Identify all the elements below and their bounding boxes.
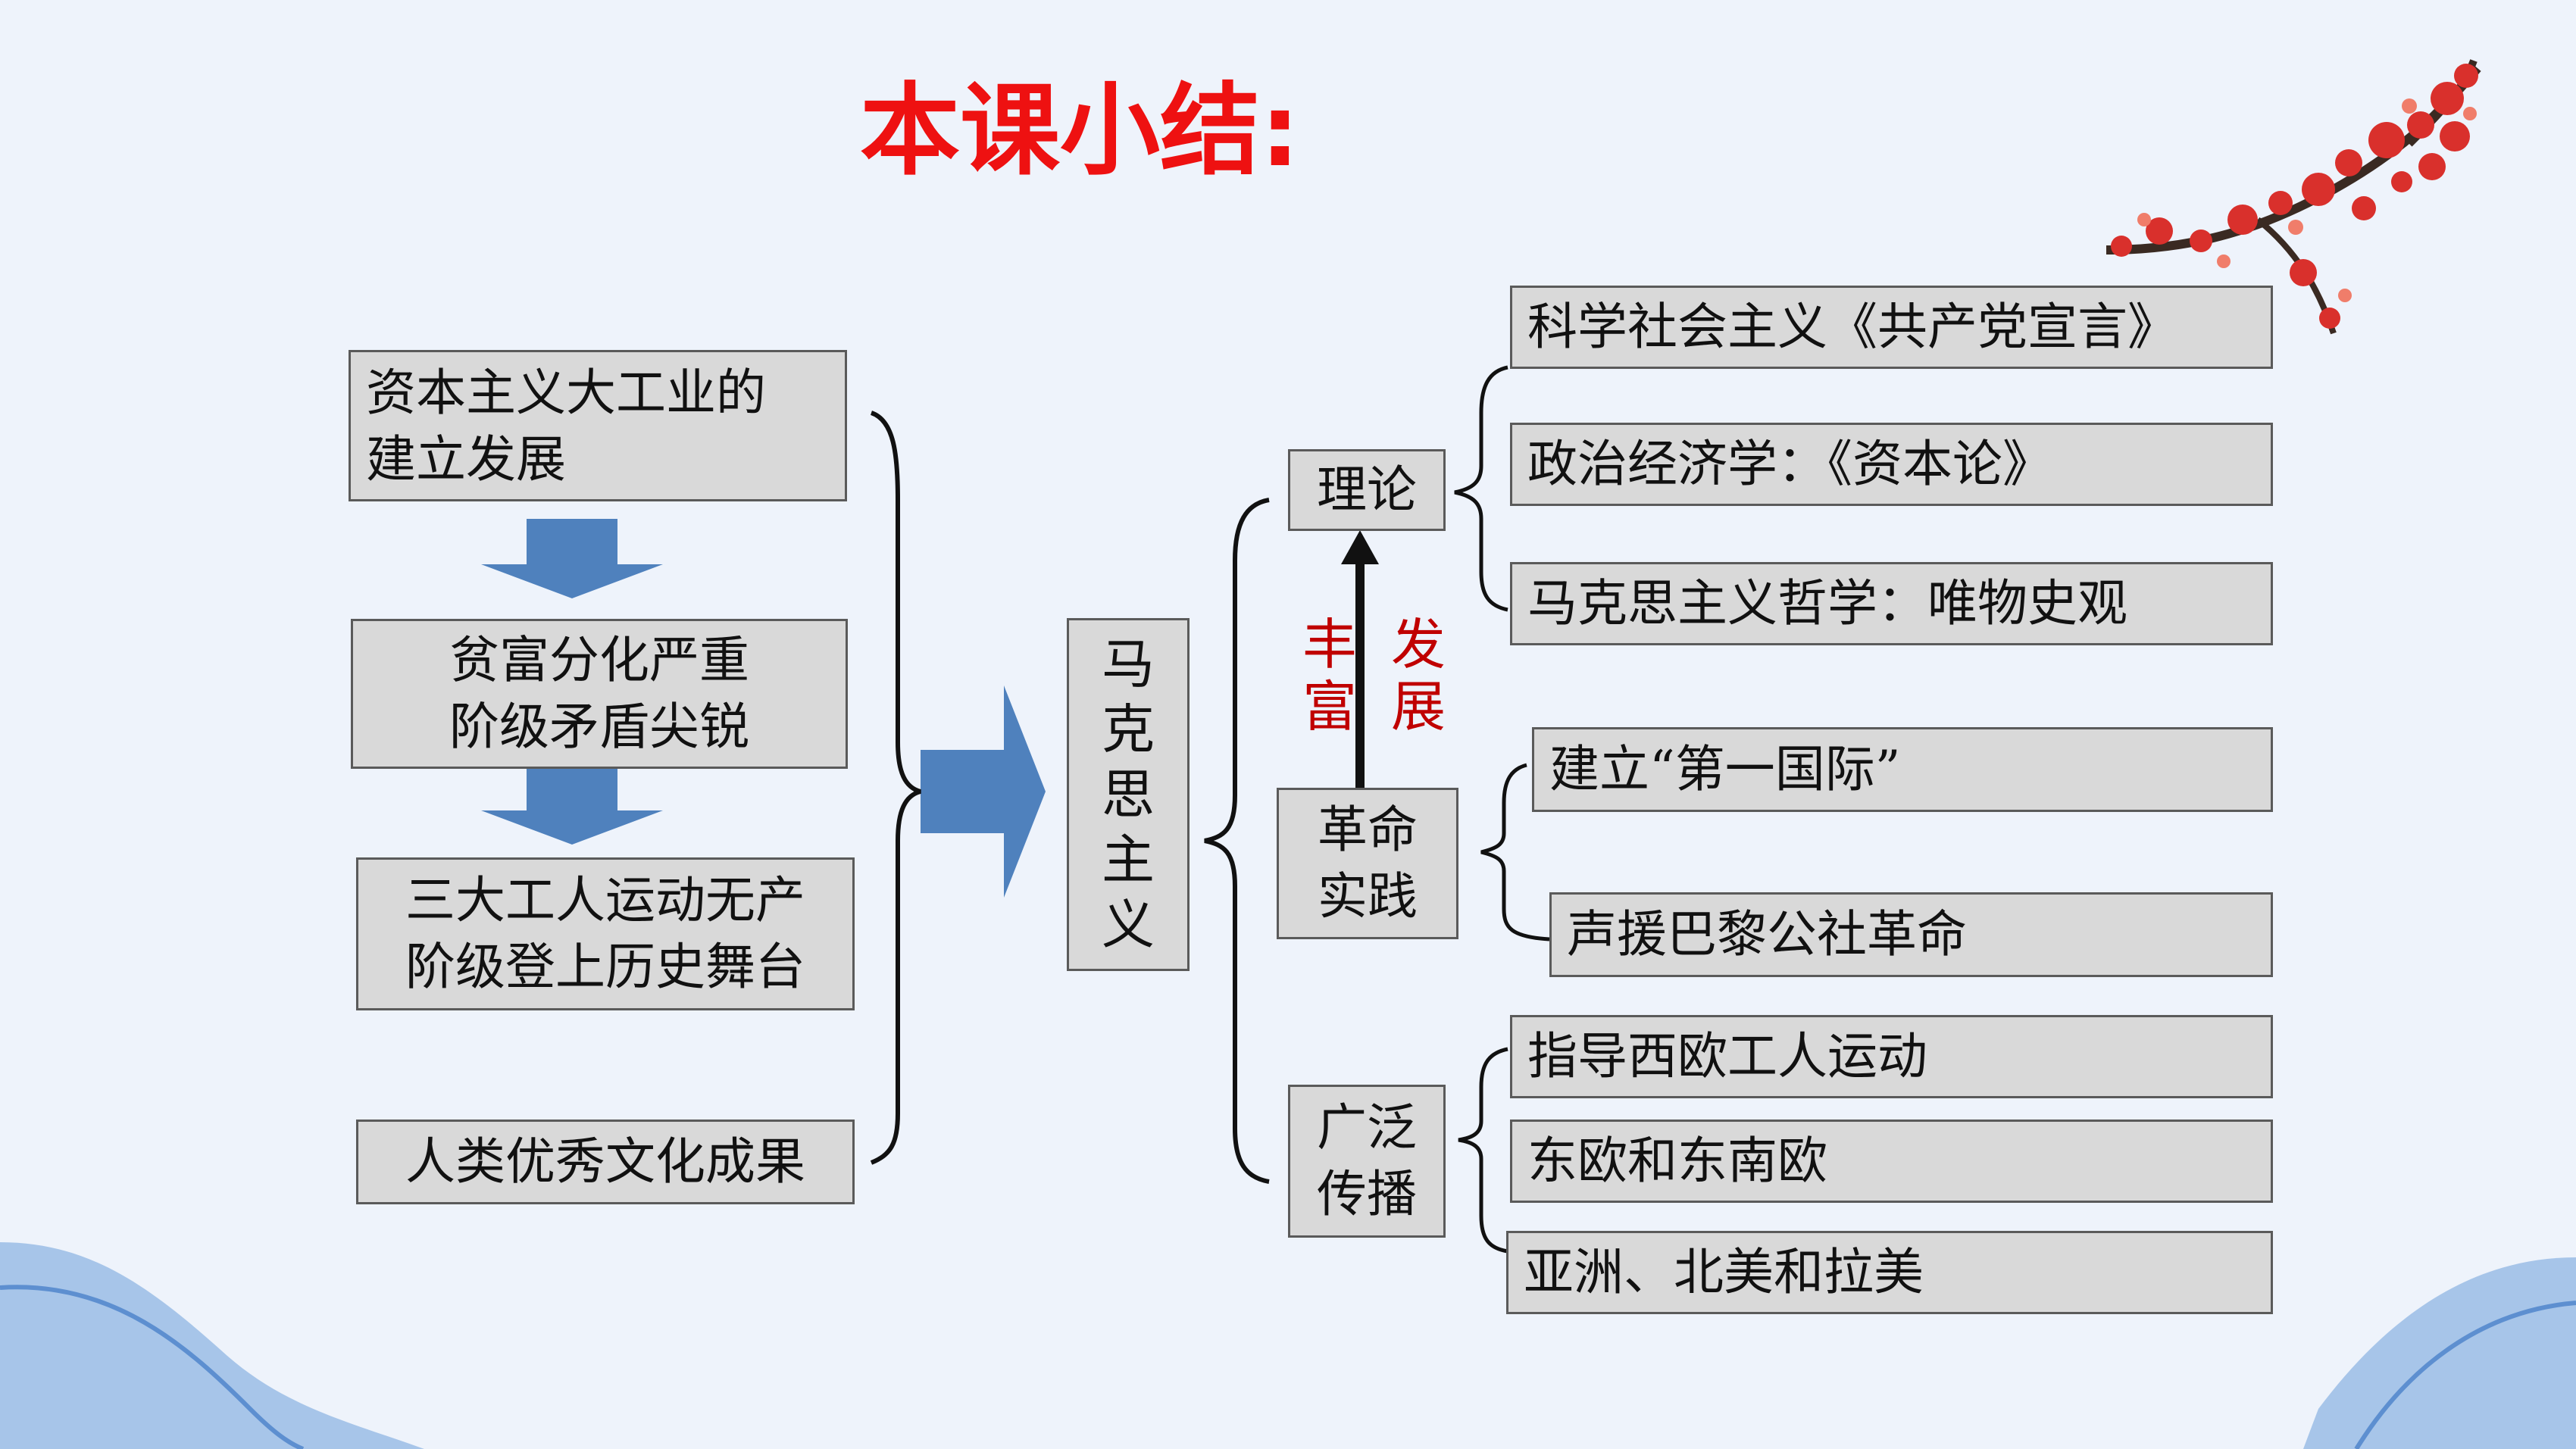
cause-line: 人类优秀文化成果	[405, 1132, 805, 1191]
practice-item-text: 声援巴黎公社革命	[1567, 905, 1967, 963]
practice-item-text: 建立“第一国际”	[1549, 740, 1901, 798]
theory-box: 理论	[1288, 449, 1446, 531]
practice-item-paris-commune: 声援巴黎公社革命	[1549, 892, 2273, 977]
develop-arrow-head	[1341, 530, 1379, 564]
slide-title: 本课小结:	[860, 73, 1300, 189]
causes-brace	[870, 411, 921, 1165]
down-arrow-2	[481, 769, 663, 845]
marxism-char: 克	[1102, 698, 1155, 760]
marxism-box: 马 克 思 主 义	[1067, 618, 1190, 971]
practice-line: 革命	[1318, 801, 1418, 859]
spread-line: 广泛	[1317, 1098, 1417, 1157]
spread-item-text: 指导西欧工人运动	[1527, 1027, 1927, 1085]
wave-left-line	[0, 1285, 305, 1449]
marxism-char: 思	[1102, 764, 1155, 826]
spread-item-eastern-europe: 东欧和东南欧	[1510, 1120, 2273, 1203]
cause-box-culture: 人类优秀文化成果	[356, 1120, 855, 1204]
marxism-char: 义	[1102, 894, 1155, 956]
wave-left	[0, 1242, 424, 1449]
cause-line: 阶级登上历史舞台	[405, 938, 805, 996]
practice-brace	[1480, 763, 1550, 942]
practice-item-first-international: 建立“第一国际”	[1532, 727, 2273, 812]
theory-label: 理论	[1317, 461, 1417, 519]
cause-box-industry: 资本主义大工业的 建立发展	[349, 350, 847, 501]
develop-char: 展	[1390, 675, 1446, 739]
down-arrow-1	[481, 519, 663, 598]
cause-line: 资本主义大工业的	[366, 364, 766, 422]
branches-brace	[1204, 498, 1270, 1184]
enrich-char: 丰	[1302, 613, 1357, 676]
cause-line: 阶级矛盾尖锐	[449, 698, 749, 756]
practice-line: 实践	[1318, 867, 1418, 926]
marxism-char: 主	[1102, 829, 1155, 891]
spread-brace	[1458, 1047, 1508, 1254]
theory-item-text: 科学社会主义《共产党宣言》	[1527, 298, 2177, 356]
theory-item-economics: 政治经济学：《资本论》	[1510, 423, 2273, 506]
practice-box: 革命 实践	[1277, 788, 1458, 939]
develop-char: 发	[1390, 613, 1446, 676]
spread-box: 广泛 传播	[1288, 1085, 1446, 1238]
wave-right-line	[2354, 1301, 2576, 1449]
marxism-char: 马	[1102, 633, 1155, 695]
cause-box-workers-movement: 三大工人运动无产 阶级登上历史舞台	[356, 857, 855, 1010]
cause-line: 贫富分化严重	[449, 631, 749, 689]
theory-brace	[1454, 365, 1508, 612]
right-arrow	[921, 685, 1046, 898]
spread-item-asia-americas: 亚洲、北美和拉美	[1506, 1231, 2273, 1314]
cause-box-polarization: 贫富分化严重 阶级矛盾尖锐	[351, 619, 848, 769]
theory-item-text: 政治经济学：《资本论》	[1527, 435, 2052, 493]
theory-item-socialism: 科学社会主义《共产党宣言》	[1510, 286, 2273, 369]
theory-item-text: 马克思主义哲学：唯物史观	[1527, 574, 2127, 632]
enrich-char: 富	[1302, 675, 1357, 739]
enrich-label: 丰 富	[1299, 614, 1360, 738]
cause-line: 建立发展	[366, 430, 566, 489]
spread-line: 传播	[1317, 1165, 1417, 1223]
cause-line: 三大工人运动无产	[405, 871, 805, 929]
spread-item-text: 东欧和东南欧	[1527, 1132, 1827, 1190]
spread-item-text: 亚洲、北美和拉美	[1524, 1243, 1924, 1301]
theory-item-philosophy: 马克思主义哲学：唯物史观	[1510, 562, 2273, 645]
spread-item-western-europe: 指导西欧工人运动	[1510, 1015, 2273, 1098]
develop-label: 发 展	[1388, 614, 1449, 738]
